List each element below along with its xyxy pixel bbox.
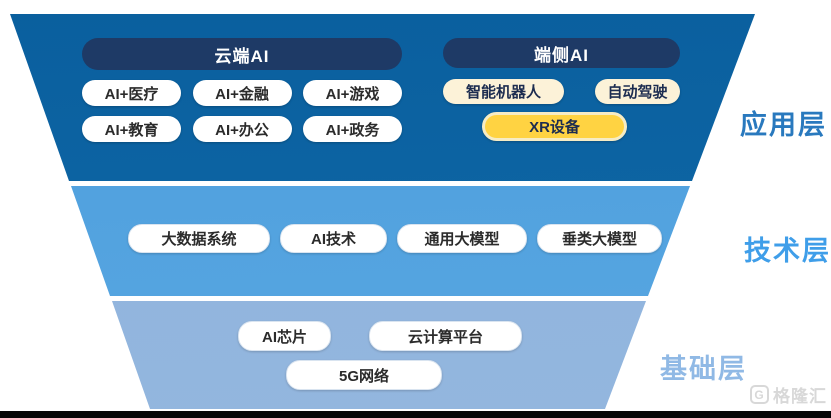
edge-ai-header: 端侧AI <box>443 38 680 68</box>
pill-ai-technology: AI技术 <box>280 224 387 253</box>
edge-ai-group: 端侧AI 智能机器人 自动驾驶 XR设备 <box>443 38 680 141</box>
gelonghui-logo-text: 格隆汇 <box>773 387 827 406</box>
pill-ai-gaming: AI+游戏 <box>303 80 402 106</box>
pill-smart-robot: 智能机器人 <box>443 79 564 104</box>
base-layer-row-2: 5G网络 <box>286 360 442 390</box>
pill-ai-medical: AI+医疗 <box>82 80 181 106</box>
base-layer-label: 基础层 <box>660 354 747 384</box>
cloud-ai-row-2: AI+教育 AI+办公 AI+政务 <box>82 116 402 142</box>
gelonghui-logo: G 格隆汇 <box>750 382 827 407</box>
pill-cloud-computing-platform: 云计算平台 <box>369 321 522 351</box>
cloud-ai-group: 云端AI AI+医疗 AI+金融 AI+游戏 AI+教育 AI+办公 AI+政务 <box>82 38 402 142</box>
pill-autonomous-driving: 自动驾驶 <box>595 79 680 104</box>
gelonghui-logo-icon: G <box>750 385 769 404</box>
pill-ai-government: AI+政务 <box>303 116 402 142</box>
pill-xr-device: XR设备 <box>482 112 627 141</box>
pill-ai-education: AI+教育 <box>82 116 181 142</box>
pill-ai-chip: AI芯片 <box>238 321 331 351</box>
cloud-ai-row-1: AI+医疗 AI+金融 AI+游戏 <box>82 80 402 106</box>
application-layer-label: 应用层 <box>740 110 827 140</box>
pill-vertical-large-model: 垂类大模型 <box>537 224 662 253</box>
pill-5g-network: 5G网络 <box>286 360 442 390</box>
bottom-border-bar <box>0 411 831 418</box>
technology-layer-label: 技术层 <box>744 236 831 266</box>
pill-ai-office: AI+办公 <box>192 116 292 142</box>
edge-ai-row: 智能机器人 自动驾驶 <box>443 79 680 104</box>
base-layer-row-1: AI芯片 云计算平台 <box>238 321 522 351</box>
base-layer-group: AI芯片 云计算平台 5G网络 <box>150 321 610 390</box>
technology-layer-row: 大数据系统 AI技术 通用大模型 垂类大模型 <box>128 224 662 253</box>
pill-general-large-model: 通用大模型 <box>397 224 527 253</box>
cloud-ai-header: 云端AI <box>82 38 402 70</box>
pill-big-data-system: 大数据系统 <box>128 224 270 253</box>
pill-ai-finance: AI+金融 <box>192 80 292 106</box>
